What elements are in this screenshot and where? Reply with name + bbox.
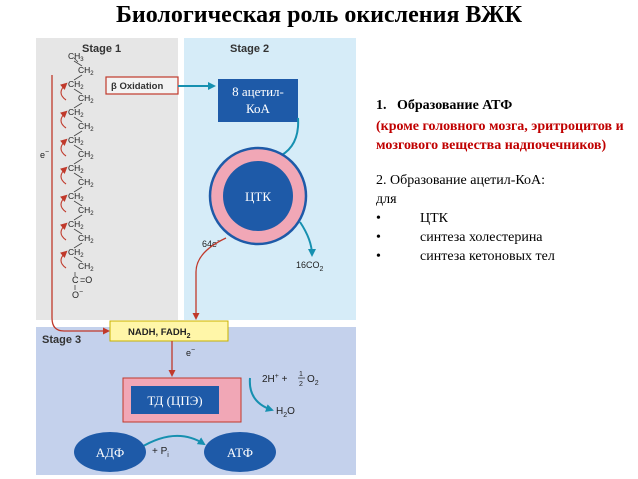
acetyl-coa-line1: 8 ацетил- [232, 84, 284, 99]
item1-exceptions: (кроме головного мозга, эритроцитов и мо… [376, 119, 624, 153]
td-label: ТД (ЦПЭ) [147, 393, 202, 408]
page-title: Биологическая роль окисления ВЖК [116, 2, 522, 28]
roles-text: 1. Образование АТФ (кроме головного мозг… [376, 96, 634, 266]
adp-label: АДФ [96, 445, 125, 460]
chain-bond [73, 130, 83, 137]
ctk-ring-inner [223, 161, 293, 231]
item1-number: 1. [376, 98, 387, 113]
beta-oxidation-arc [59, 110, 68, 129]
adp-to-atp-arrow [139, 434, 206, 449]
chain-carbon: CH2 [78, 149, 94, 161]
chain-bond [73, 214, 83, 221]
chain-carbon: CH2 [78, 65, 94, 77]
atp-label: АТФ [227, 445, 253, 460]
chain-carbon: CH2 [68, 191, 84, 203]
chain-carbon: CH3 [68, 51, 84, 63]
bullet-dot: • [376, 249, 381, 264]
nadh-label: NADH, FADH2 [128, 327, 191, 340]
oxygen-reactants: 2H+ + [262, 373, 288, 385]
bullet-text: синтеза холестерина [420, 230, 543, 245]
bullet-text: синтеза кетоновых тел [420, 249, 555, 264]
beta-oxidation-arc [59, 222, 68, 241]
chain-carbon: CH2 [78, 177, 94, 189]
oxygen-o2: O2 [307, 374, 319, 387]
stage3-label: Stage 3 [42, 334, 81, 346]
td-inner-box [131, 386, 219, 414]
chain-bond [73, 74, 83, 81]
acetyl-coa-line2: КоА [246, 101, 271, 116]
chain-bond [73, 256, 83, 263]
chain-bond [73, 144, 83, 151]
item1-heading: 1. Образование АТФ [376, 96, 634, 115]
chain-carbon: CH2 [68, 107, 84, 119]
carboxyl-oxygen: O [72, 290, 79, 300]
oxygen-to-water-arrow [248, 377, 274, 412]
stage1-label: Stage 1 [82, 43, 121, 55]
carbon-bonds [73, 57, 83, 263]
chain-bond [73, 186, 83, 193]
nadh-box [109, 320, 229, 342]
bullet-item: • синтеза холестерина [376, 228, 634, 247]
chain-bond [73, 228, 83, 235]
bullet-item: • синтеза кетоновых тел [376, 247, 634, 266]
beta-oxidation-arc [59, 250, 68, 269]
chain-bond [73, 172, 83, 179]
electron-label-left: e− [40, 149, 49, 160]
stage2-label: Stage 2 [230, 43, 269, 55]
chain-carbon: CH2 [78, 93, 94, 105]
chain-bond [73, 102, 83, 109]
co2-label: 16CO2 [296, 260, 324, 273]
stage-divider [178, 38, 184, 320]
atp-ellipse [204, 432, 276, 472]
chain-carbon: CH2 [78, 205, 94, 217]
beta-oxidation-arc [59, 166, 68, 185]
adp-ellipse [74, 432, 146, 472]
oxygen-half-num: 1 [299, 371, 303, 378]
beta-oxidation-label: β Oxidation [111, 81, 163, 92]
beta-oxidation-arc [59, 82, 68, 101]
chain-carbon: CH2 [68, 219, 84, 231]
acetyl-coa-box [218, 79, 298, 122]
chain-bond [73, 116, 83, 123]
water-label: H2O [276, 406, 295, 419]
electron-label-stage3: e− [186, 347, 195, 358]
bullet-dot: • [376, 230, 381, 245]
chain-carbon: CH2 [78, 121, 94, 133]
chain-bond [73, 60, 83, 67]
co2-arrow [299, 221, 316, 257]
chain-carbon: CH2 [68, 79, 84, 91]
chain-carbon: CH2 [78, 233, 94, 245]
chain-carbon: CH2 [68, 247, 84, 259]
beta-oxidation-arc [59, 194, 68, 213]
carboxyl-charge: − [79, 289, 83, 296]
item1-title: Образование АТФ [397, 98, 513, 113]
fatty-acid-chain: CH3CH2CH2CH2CH2CH2CH2CH2CH2CH2CH2CH2CH2C… [68, 51, 94, 273]
bullet-dot: • [376, 211, 381, 226]
carboxyl-double-o: =O [80, 275, 92, 285]
electron-line-left [51, 75, 110, 335]
chain-bond [73, 158, 83, 165]
item2-heading: 2. Образование ацетил-КоА: [376, 173, 546, 188]
chain-carbon: CH2 [78, 261, 94, 273]
beta-oxidation-arcs [59, 82, 68, 269]
carboxyl-carbon: C [72, 275, 79, 285]
chain-bond [73, 88, 83, 95]
bullet-text: ЦТК [420, 211, 448, 226]
chain-carbon: CH2 [68, 163, 84, 175]
chain-bond [73, 200, 83, 207]
chain-carbon: CH2 [68, 135, 84, 147]
item2-for: для [376, 192, 397, 207]
ctk-to-nadh-arrow [192, 237, 227, 320]
beta-oxidation-arc [59, 138, 68, 157]
phosphate-label: + Pi [152, 446, 169, 459]
bullet-item: • ЦТК [376, 209, 634, 228]
chain-bond [73, 242, 83, 249]
oxygen-half-den: 2 [299, 381, 303, 388]
ctk-label: ЦТК [245, 189, 271, 204]
